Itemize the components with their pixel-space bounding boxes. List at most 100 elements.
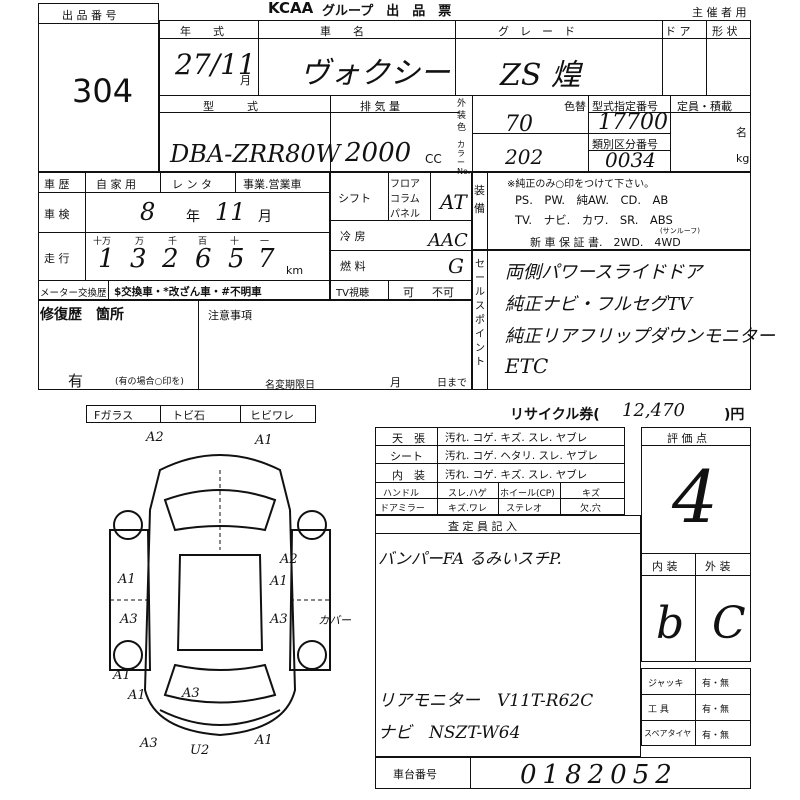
model-label: 型 式 [203,100,258,113]
equipment-line2[interactable]: TV. ナビ. カワ. SR. ABS [515,213,673,227]
tv-no-option[interactable]: 不可 [432,286,454,299]
ceiling-options[interactable]: 汚れ. コゲ. キズ. スレ. ヤブレ [445,432,588,444]
exterior-score-value: C [712,598,746,649]
capacity-label: 定員・積載 [677,100,732,113]
color-no-label: カラーNo. [457,140,471,176]
group-title: グループ 出 品 票 [322,4,452,19]
glass-row [86,405,316,423]
fuel-value: G [448,254,464,278]
wheel-label: ホイール(CP) [500,489,555,499]
mark-rear-right-a1: A1 [255,733,273,748]
mark-front-a1: A1 [255,433,273,448]
rear-bumper [159,709,281,726]
chassis-number: 0182052 [520,760,678,790]
jack-label: ジャッキ [648,679,684,689]
glass-option-chip[interactable]: トビ石 [172,409,205,422]
left-side-panel [109,529,152,671]
year-value: 27/11 [175,48,256,81]
name-change-label: 名変期限日 [265,380,315,391]
jack-yes-no[interactable]: 有・無 [702,679,730,689]
recycle-value: 12,470 [622,400,685,421]
mark-rear-left-a1: A1 [128,688,146,703]
wheel-rear-left [113,640,143,670]
rear-window [163,663,277,704]
tools-label: 工 具 [648,705,669,715]
mirror-options[interactable]: キズ.ワレ [448,504,487,514]
name-label: 車 名 [320,25,364,38]
handle-label: ハンドル [383,489,420,499]
repair-section [38,300,472,390]
glass-option-front[interactable]: Fガラス [94,409,134,422]
spare-tire-yes-no[interactable]: 有・無 [702,731,730,741]
ceiling-label: 天 張 [392,432,425,445]
wheel-front-left [113,510,143,540]
mark-left-a1: A1 [118,572,136,587]
sales-point-line3: 純正リアフリップダウンモニター [505,326,775,347]
wheel-options[interactable]: キズ [582,489,601,499]
color-change-label: 色替 [564,100,586,113]
tools-section [641,668,751,746]
seat-options[interactable]: 汚れ. コゲ. ヘタリ. スレ. ヤブレ [445,450,598,462]
class-no-label: 類別区分番号 [592,138,658,151]
inspector-section [375,515,641,757]
mark-left-a3: A3 [120,612,138,627]
tv-yes-option[interactable]: 可 [403,286,414,299]
equipment-line1[interactable]: PS. PW. 純AW. CD. AB [515,193,669,207]
score-label: 評 価 点 [667,432,707,445]
history-option-business[interactable]: 事業.営業車 [243,178,302,191]
sales-point-label: セールスポイント [475,259,485,368]
name-change-month: 月 [390,376,401,389]
inspection-year-unit: 年 [186,209,200,225]
score-section [641,427,751,662]
mileage-label: 走 行 [44,252,70,265]
history-option-rental[interactable]: レ ン タ [172,178,212,191]
class-no-value: 0034 [605,148,656,172]
shift-option-floor[interactable]: フロア [390,179,420,190]
name-change-day-until: 日まで [437,378,467,389]
mileage-digit-4: 6 [195,244,212,274]
car-name-value: ヴォクシー [300,56,450,91]
mileage-unit-1k: 千 [168,237,178,247]
lot-label: 出 品 番 号 [62,9,117,22]
mark-side-a1: A1 [113,668,131,683]
mirror-label: ドアミラー [380,504,425,514]
notes-label: 注意事項 [208,309,252,322]
inspection-month-unit: 月 [258,209,272,225]
type-cert-value: 17700 [598,110,668,135]
mark-cover-note: カバー [318,614,351,627]
inspector-note-3: ナビ NSZT-W64 [378,723,521,743]
shift-value: AT [440,190,467,214]
mileage-digit-5: 5 [228,244,245,274]
right-side-panel [288,529,331,671]
organizer-label: 主 催 者 用 [692,6,747,19]
grade-value: ZS 煌 [500,58,581,93]
mark-bumper-a3: A3 [140,736,158,751]
shift-option-panel[interactable]: パネル [390,209,420,220]
stereo-options[interactable]: 欠.穴 [580,504,601,514]
shift-option-column[interactable]: コラム [390,194,420,205]
aircon-value: AAC [428,230,468,251]
meter-options[interactable]: $交換車・*改ざん車・#不明車 [114,286,262,298]
inspection-month-value: 11 [215,198,246,226]
stereo-label: ステレオ [506,504,543,514]
tools-yes-no[interactable]: 有・無 [702,705,730,715]
glass-option-crack[interactable]: ヒビワレ [250,409,294,422]
color-value: 70 [505,112,533,137]
interior-score-label: 内 装 [652,560,678,573]
mileage-digit-1: 1 [98,244,115,274]
weight-unit: kg [736,152,750,165]
mark-bumper-u2: U2 [190,743,210,758]
interior-options[interactable]: 汚れ. コゲ. キズ. スレ. ヤブレ [445,469,588,481]
handle-options[interactable]: スレ.ハゲ [448,489,487,499]
recycle-label: リサイクル券( [510,407,600,423]
history-section [38,172,330,300]
mileage-unit-10: 十 [230,237,240,247]
inspector-note-1: バンパーFA るみいスチP. [378,549,562,568]
inspection-label: 車 検 [44,208,70,221]
exterior-score-label: 外 装 [705,560,731,573]
history-option-private[interactable]: 自 家 用 [96,178,136,191]
grade-label: グ レ ー ド [498,25,575,38]
mark-right-a1: A1 [270,574,288,589]
equipment-line3[interactable]: 新 車 保 証 書. 2WD. 4WD [530,236,681,249]
mileage-unit-1: 一 [260,237,270,247]
